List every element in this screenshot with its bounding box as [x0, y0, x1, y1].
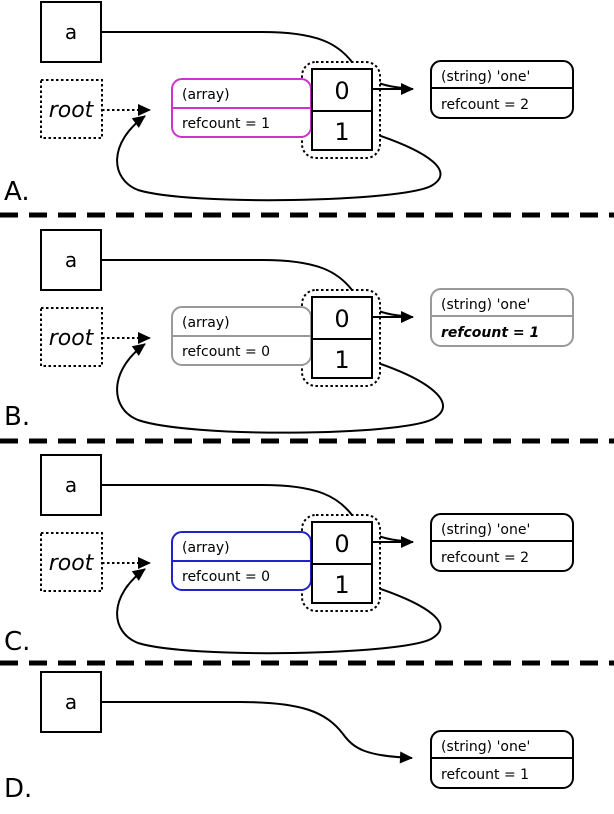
array-refcount-label: refcount = 0	[182, 569, 270, 585]
root-box-label: root	[49, 551, 95, 576]
var-box	[40, 229, 102, 291]
var-box-label: a	[65, 248, 77, 272]
array-type-label: (array)	[182, 540, 230, 556]
panel-d: a (string) 'one' refcount = 1 D.	[4, 671, 574, 804]
string-box	[430, 288, 574, 347]
var-box-label: a	[65, 473, 77, 497]
panel-c: a root (array) refcount = 0 0 1 (string)…	[4, 454, 574, 657]
string-box	[430, 730, 574, 789]
panel-b: a root (array) refcount = 0 0 1 (string)…	[4, 229, 574, 434]
array-type-label: (array)	[182, 315, 230, 331]
value-cell-1: 1	[334, 118, 349, 146]
value-cell-0: 0	[334, 305, 349, 333]
string-refcount-label: refcount = 1	[441, 325, 539, 341]
var-box	[40, 454, 102, 516]
panel-label-b: B.	[4, 402, 30, 432]
root-box	[40, 532, 103, 592]
string-refcount-label: refcount = 2	[441, 97, 529, 113]
string-type-label: (string) 'one'	[441, 522, 530, 538]
array-type-label: (array)	[182, 87, 230, 103]
values-table	[311, 68, 373, 151]
values-table	[311, 296, 373, 379]
string-refcount-label: refcount = 2	[441, 550, 529, 566]
values-table	[311, 521, 373, 604]
panel-label-a: A.	[4, 177, 30, 207]
value-cell-1: 1	[334, 346, 349, 374]
panel-label-d: D.	[4, 774, 32, 804]
a-to-string-edge	[101, 701, 413, 764]
array-self-loop-edge	[116, 115, 442, 202]
var-box	[40, 1, 102, 63]
var-box-label: a	[65, 20, 77, 44]
array-self-loop-edge	[116, 343, 444, 434]
var-box-label: a	[65, 690, 77, 714]
value-cell-0: 0	[334, 77, 349, 105]
array-refcount-label: refcount = 0	[182, 344, 270, 360]
panel-label-c: C.	[4, 627, 30, 657]
value-cell-1: 1	[334, 571, 349, 599]
value-cell-0: 0	[334, 530, 349, 558]
root-box-label: root	[49, 98, 95, 123]
root-box-label: root	[49, 326, 95, 351]
array-refcount-label: refcount = 1	[182, 116, 270, 132]
string-box	[430, 60, 574, 119]
string-type-label: (string) 'one'	[441, 739, 530, 755]
panel-a: a root (array) refcount = 1 0 1 (string)…	[4, 1, 574, 207]
string-type-label: (string) 'one'	[441, 69, 530, 85]
string-type-label: (string) 'one'	[441, 297, 530, 313]
string-refcount-label: refcount = 1	[441, 767, 529, 783]
string-box	[430, 513, 574, 572]
array-self-loop-edge	[116, 568, 442, 655]
